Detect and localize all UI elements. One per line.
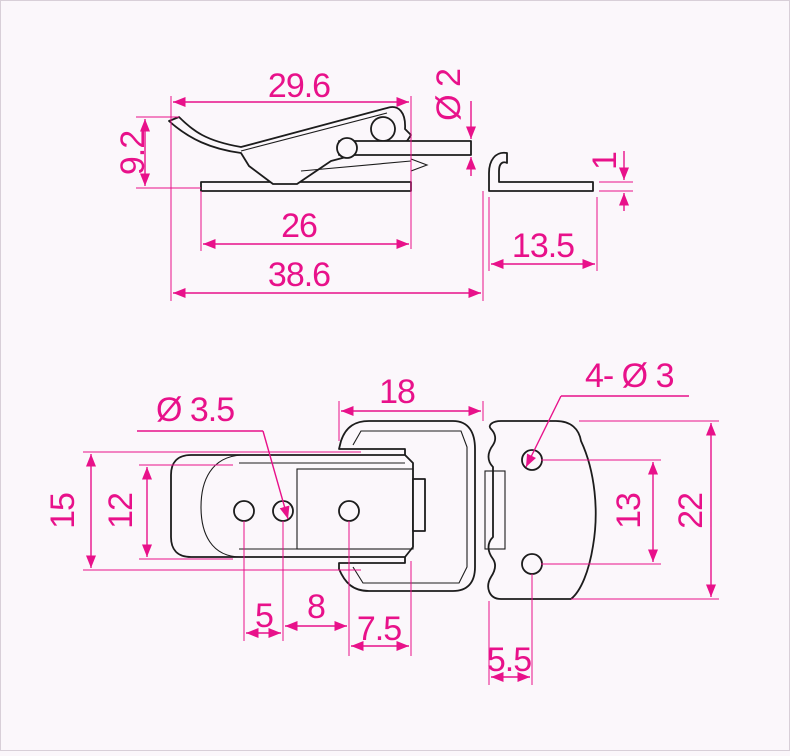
dim-pin-diameter: Ø 2 bbox=[430, 69, 468, 121]
top-lever-tab bbox=[412, 478, 426, 532]
dim-15: 15 bbox=[44, 493, 82, 529]
dim-5-5: 5.5 bbox=[487, 641, 531, 679]
dim-catch-holes: 4- Ø 3 bbox=[585, 357, 674, 395]
dim-thickness-1: 1 bbox=[586, 152, 624, 170]
top-frame-inner bbox=[352, 430, 468, 584]
dim-13: 13 bbox=[610, 493, 648, 529]
dim-29-6: 29.6 bbox=[268, 67, 330, 105]
top-view: Ø 3.5 18 4- Ø 3 15 12 5 8 7.5 bbox=[44, 357, 719, 685]
dim-5: 5 bbox=[255, 597, 273, 635]
top-hole-2 bbox=[272, 500, 294, 522]
top-catch-slot bbox=[484, 470, 506, 550]
dim-8: 8 bbox=[307, 588, 325, 626]
side-hook-arm bbox=[338, 140, 472, 156]
dim-hole-diameter: Ø 3.5 bbox=[156, 391, 234, 429]
top-catch-hole-1 bbox=[521, 449, 543, 471]
top-catch-plate bbox=[487, 420, 597, 600]
side-latch-lever bbox=[168, 106, 412, 185]
top-catch-hole-2 bbox=[521, 553, 543, 575]
side-view: 29.6 9.2 Ø 2 26 38.6 13.5 1 bbox=[114, 67, 633, 301]
dim-26: 26 bbox=[281, 207, 317, 245]
top-hole-3 bbox=[338, 500, 360, 522]
dim-13-5: 13.5 bbox=[512, 227, 574, 265]
side-pivot-pin bbox=[336, 137, 358, 159]
side-lever-edge bbox=[240, 112, 388, 152]
dim-7-5: 7.5 bbox=[357, 610, 401, 648]
dim-38-6: 38.6 bbox=[268, 256, 330, 294]
top-hole-1 bbox=[233, 500, 255, 522]
side-hinge-knuckle bbox=[370, 116, 396, 142]
side-base-plate bbox=[200, 181, 412, 192]
dim-9-2: 9.2 bbox=[114, 131, 152, 175]
side-spring bbox=[410, 158, 429, 172]
dim-12: 12 bbox=[102, 493, 140, 529]
dim-18: 18 bbox=[379, 373, 415, 411]
side-catch bbox=[488, 151, 594, 192]
side-lever-link bbox=[300, 160, 412, 172]
top-lever-curve bbox=[200, 454, 242, 558]
dim-22: 22 bbox=[672, 493, 710, 529]
